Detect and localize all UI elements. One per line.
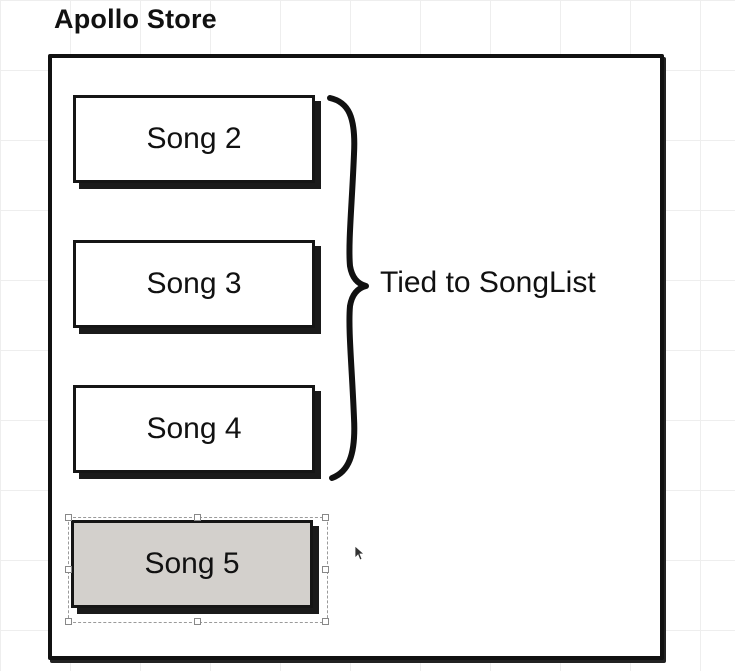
song-box-5[interactable]: Song 5 <box>71 520 313 608</box>
curly-brace-icon <box>327 95 369 481</box>
resize-handle-bottom-right[interactable] <box>322 618 329 625</box>
song-box-3[interactable]: Song 3 <box>73 240 315 328</box>
resize-handle-bottom[interactable] <box>194 618 201 625</box>
song-box-2[interactable]: Song 2 <box>73 95 315 183</box>
store-title: Apollo Store <box>54 4 217 34</box>
resize-handle-bottom-left[interactable] <box>65 618 72 625</box>
resize-handle-right[interactable] <box>322 566 329 573</box>
song-box-4[interactable]: Song 4 <box>73 385 315 473</box>
resize-handle-left[interactable] <box>65 566 72 573</box>
resize-handle-top-left[interactable] <box>65 514 72 521</box>
brace-annotation-label: Tied to SongList <box>380 266 596 299</box>
resize-handle-top-right[interactable] <box>322 514 329 521</box>
mouse-pointer-icon <box>354 545 366 561</box>
resize-handle-top[interactable] <box>194 514 201 521</box>
